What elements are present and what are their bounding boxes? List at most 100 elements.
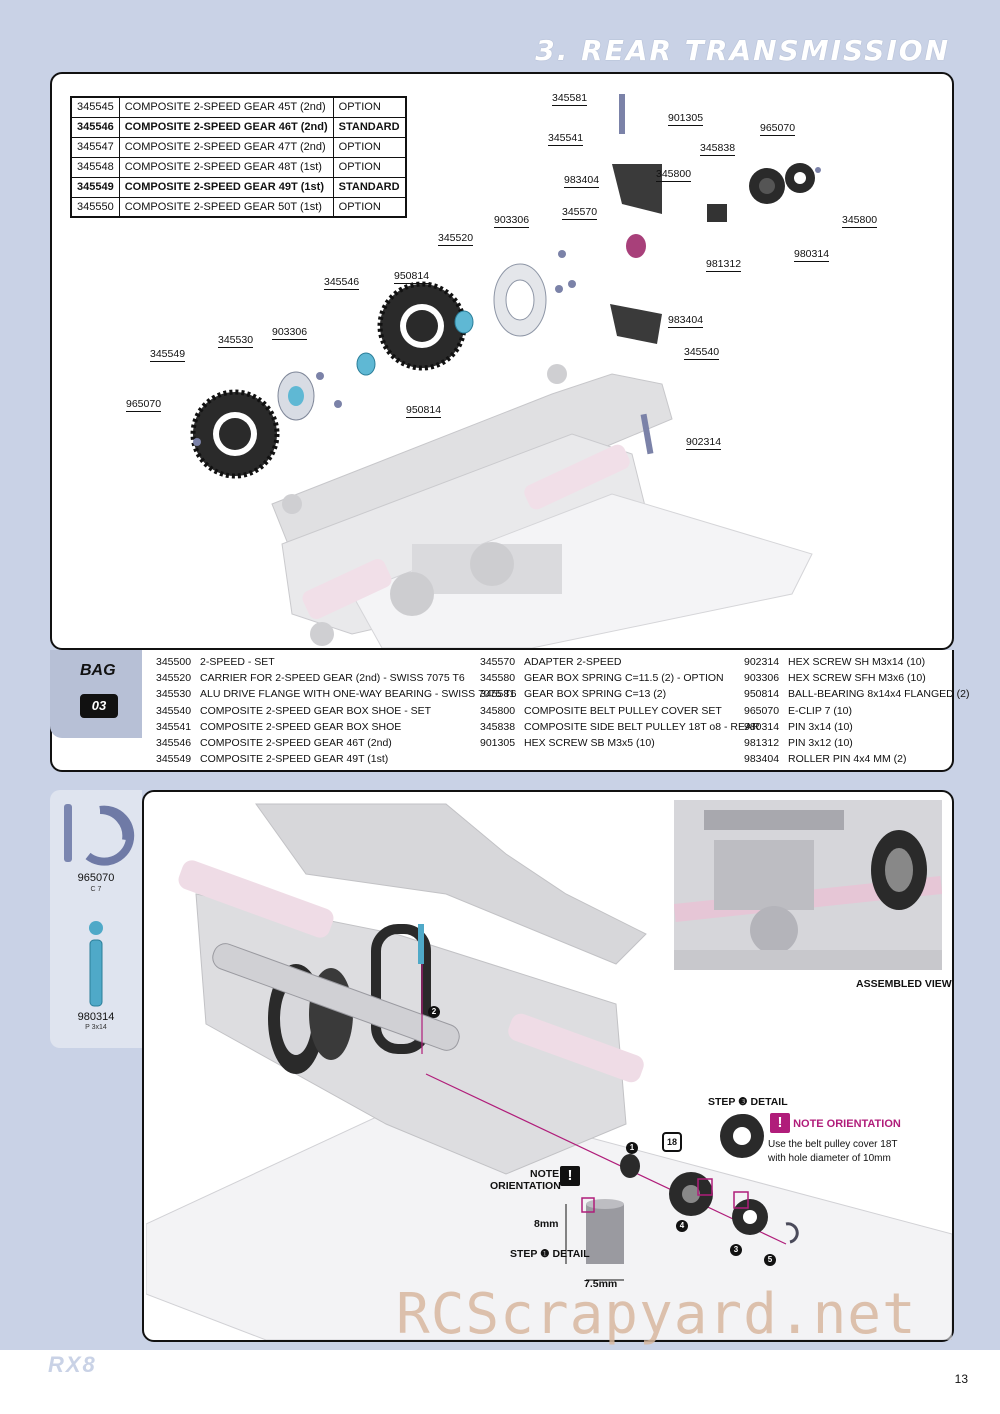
options-cell-code: 345547 <box>70 136 120 158</box>
bag-list-item: 981312 PIN 3x12 (10) <box>744 735 969 751</box>
options-cell-type: OPTION <box>332 196 407 218</box>
dimension-7-5mm: 7.5mm <box>584 1278 618 1290</box>
bag-part-desc: ROLLER PIN 4x4 MM (2) <box>788 753 907 766</box>
part-callout-l345530: 345530 <box>218 334 254 348</box>
step-number-1: 1 <box>626 1142 638 1154</box>
step3-detail-label: STEP ❸ DETAIL <box>708 1096 788 1108</box>
part-callout-l965070a: 965070 <box>760 122 796 136</box>
bag-part-code: 345546 <box>156 737 192 750</box>
bag-part-desc: COMPOSITE 2-SPEED GEAR 49T (1st) <box>200 753 389 766</box>
carrier-345520-illustration <box>493 263 547 337</box>
bag-part-desc: PIN 3x12 (10) <box>788 737 853 750</box>
part-callout-l345838: 345838 <box>700 142 736 156</box>
dimension-lines <box>565 1204 624 1281</box>
bag-part-code: 950814 <box>744 688 780 701</box>
part-callout-l980314: 980314 <box>794 248 830 262</box>
step3-detail-icon <box>720 1114 764 1158</box>
bag-part-code: 980314 <box>744 720 780 733</box>
options-cell-code: 345546 <box>70 116 120 138</box>
bag-part-code: 345520 <box>156 672 192 685</box>
bag-part-desc: HEX SCREW SH M3x14 (10) <box>788 656 926 668</box>
options-cell-code: 345545 <box>70 96 120 118</box>
screws-illustration <box>193 94 821 455</box>
side-part-sub-2: P 3x14 <box>85 1024 107 1031</box>
bag-part-desc: HEX SCREW SFH M3x6 (10) <box>788 672 926 685</box>
options-cell-desc: COMPOSITE 2-SPEED GEAR 50T (1st) <box>118 196 334 218</box>
part-callout-l901305: 901305 <box>668 112 704 126</box>
part-callout-l983404a: 983404 <box>564 174 600 188</box>
bag-panel <box>50 650 954 772</box>
bag-part-desc: BALL-BEARING 8x14x4 FLANGED (2) <box>788 688 970 701</box>
options-cell-code: 345548 <box>70 156 120 178</box>
part-callout-l345520: 345520 <box>438 232 474 246</box>
bag-part-code: 345500 <box>156 656 192 668</box>
part-callout-l981312: 981312 <box>706 258 742 272</box>
part-callout-l950814b: 950814 <box>406 404 442 418</box>
chassis-illustration <box>271 364 813 648</box>
note-orientation-1-text: NOTE ORIENTATION <box>793 1118 901 1130</box>
gear-345546-illustration <box>377 281 467 371</box>
bag-part-desc: ALU DRIVE FLANGE WITH ONE-WAY BEARING - … <box>200 688 517 701</box>
flange-345530-illustration <box>277 371 315 421</box>
bag-part-desc: CARRIER FOR 2-SPEED GEAR (2nd) - SWISS 7… <box>200 672 465 685</box>
bag-list-item: 345520 CARRIER FOR 2-SPEED GEAR (2nd) - S… <box>156 670 516 686</box>
bag-part-code: 345540 <box>156 704 192 717</box>
bag-list-item: 980314 PIN 3x14 (10) <box>744 719 969 735</box>
bag-part-desc: ADAPTER 2-SPEED <box>524 656 622 668</box>
part-callout-l345549: 345549 <box>150 348 186 362</box>
part-callout-l345541: 345541 <box>548 132 584 146</box>
bag-part-code: 345800 <box>480 704 516 717</box>
bag-part-desc: HEX SCREW SB M3x5 (10) <box>524 737 655 750</box>
part-callout-l983404b: 983404 <box>668 314 704 328</box>
page-number: 13 <box>954 1372 968 1386</box>
bag-part-code: 345838 <box>480 720 516 733</box>
bag-label: BAG <box>80 662 116 679</box>
assembled-view-label: ASSEMBLED VIEW <box>856 978 952 990</box>
bag-list-item: 345541 COMPOSITE 2-SPEED GEAR BOX SHOE <box>156 719 516 735</box>
bag-list-item: 345546 COMPOSITE 2-SPEED GEAR 46T (2nd) <box>156 735 516 751</box>
bag-part-code: 981312 <box>744 737 780 750</box>
bottom-strip <box>0 1350 1000 1414</box>
options-cell-type: STANDARD <box>332 176 407 198</box>
e-clip-icon <box>64 804 135 866</box>
bag-part-code: 345549 <box>156 753 192 766</box>
note-orientation-detail: Use the belt pulley cover 18T with hole … <box>768 1139 898 1164</box>
note-orientation-2a: NOTE <box>530 1168 560 1180</box>
part-callout-l345581: 345581 <box>552 92 588 106</box>
options-cell-desc: COMPOSITE 2-SPEED GEAR 46T (2nd) <box>118 116 334 138</box>
side-part-code-2: 980314 <box>77 1011 115 1023</box>
bag-list-item: 345570 ADAPTER 2-SPEED <box>480 654 760 670</box>
bag-part-desc: GEAR BOX SPRING C=13 (2) <box>524 688 667 701</box>
bag-part-desc: COMPOSITE 2-SPEED GEAR 46T (2nd) <box>200 737 392 750</box>
part-callout-l345540: 345540 <box>684 346 720 360</box>
bag-part-code: 345570 <box>480 656 516 668</box>
part-callout-l345800b: 345800 <box>842 214 878 228</box>
bag-part-code: 345541 <box>156 720 192 733</box>
step1-detail-label: STEP ❶ DETAIL <box>510 1248 590 1260</box>
warning-icon-2: ! <box>560 1166 580 1186</box>
part-callout-l345800a: 345800 <box>656 168 692 182</box>
bag-part-desc: COMPOSITE BELT PULLEY COVER SET <box>524 704 722 717</box>
bag-part-code: 902314 <box>744 656 780 668</box>
options-cell-type: OPTION <box>332 96 407 118</box>
assembled-view-inset <box>674 800 942 970</box>
note-orientation-1: ! NOTE ORIENTATION <box>770 1113 901 1133</box>
page-title: 3. REAR TRANSMISSION <box>535 34 950 67</box>
part-callout-l345546: 345546 <box>324 276 360 290</box>
gearbox-shoe-illustration <box>610 164 662 344</box>
bag-part-desc: COMPOSITE 2-SPEED GEAR BOX SHOE <box>200 720 402 733</box>
bag-part-desc: PIN 3x14 (10) <box>788 720 853 733</box>
assembly-diagram <box>146 803 952 1340</box>
gear-345549-illustration <box>190 389 280 479</box>
